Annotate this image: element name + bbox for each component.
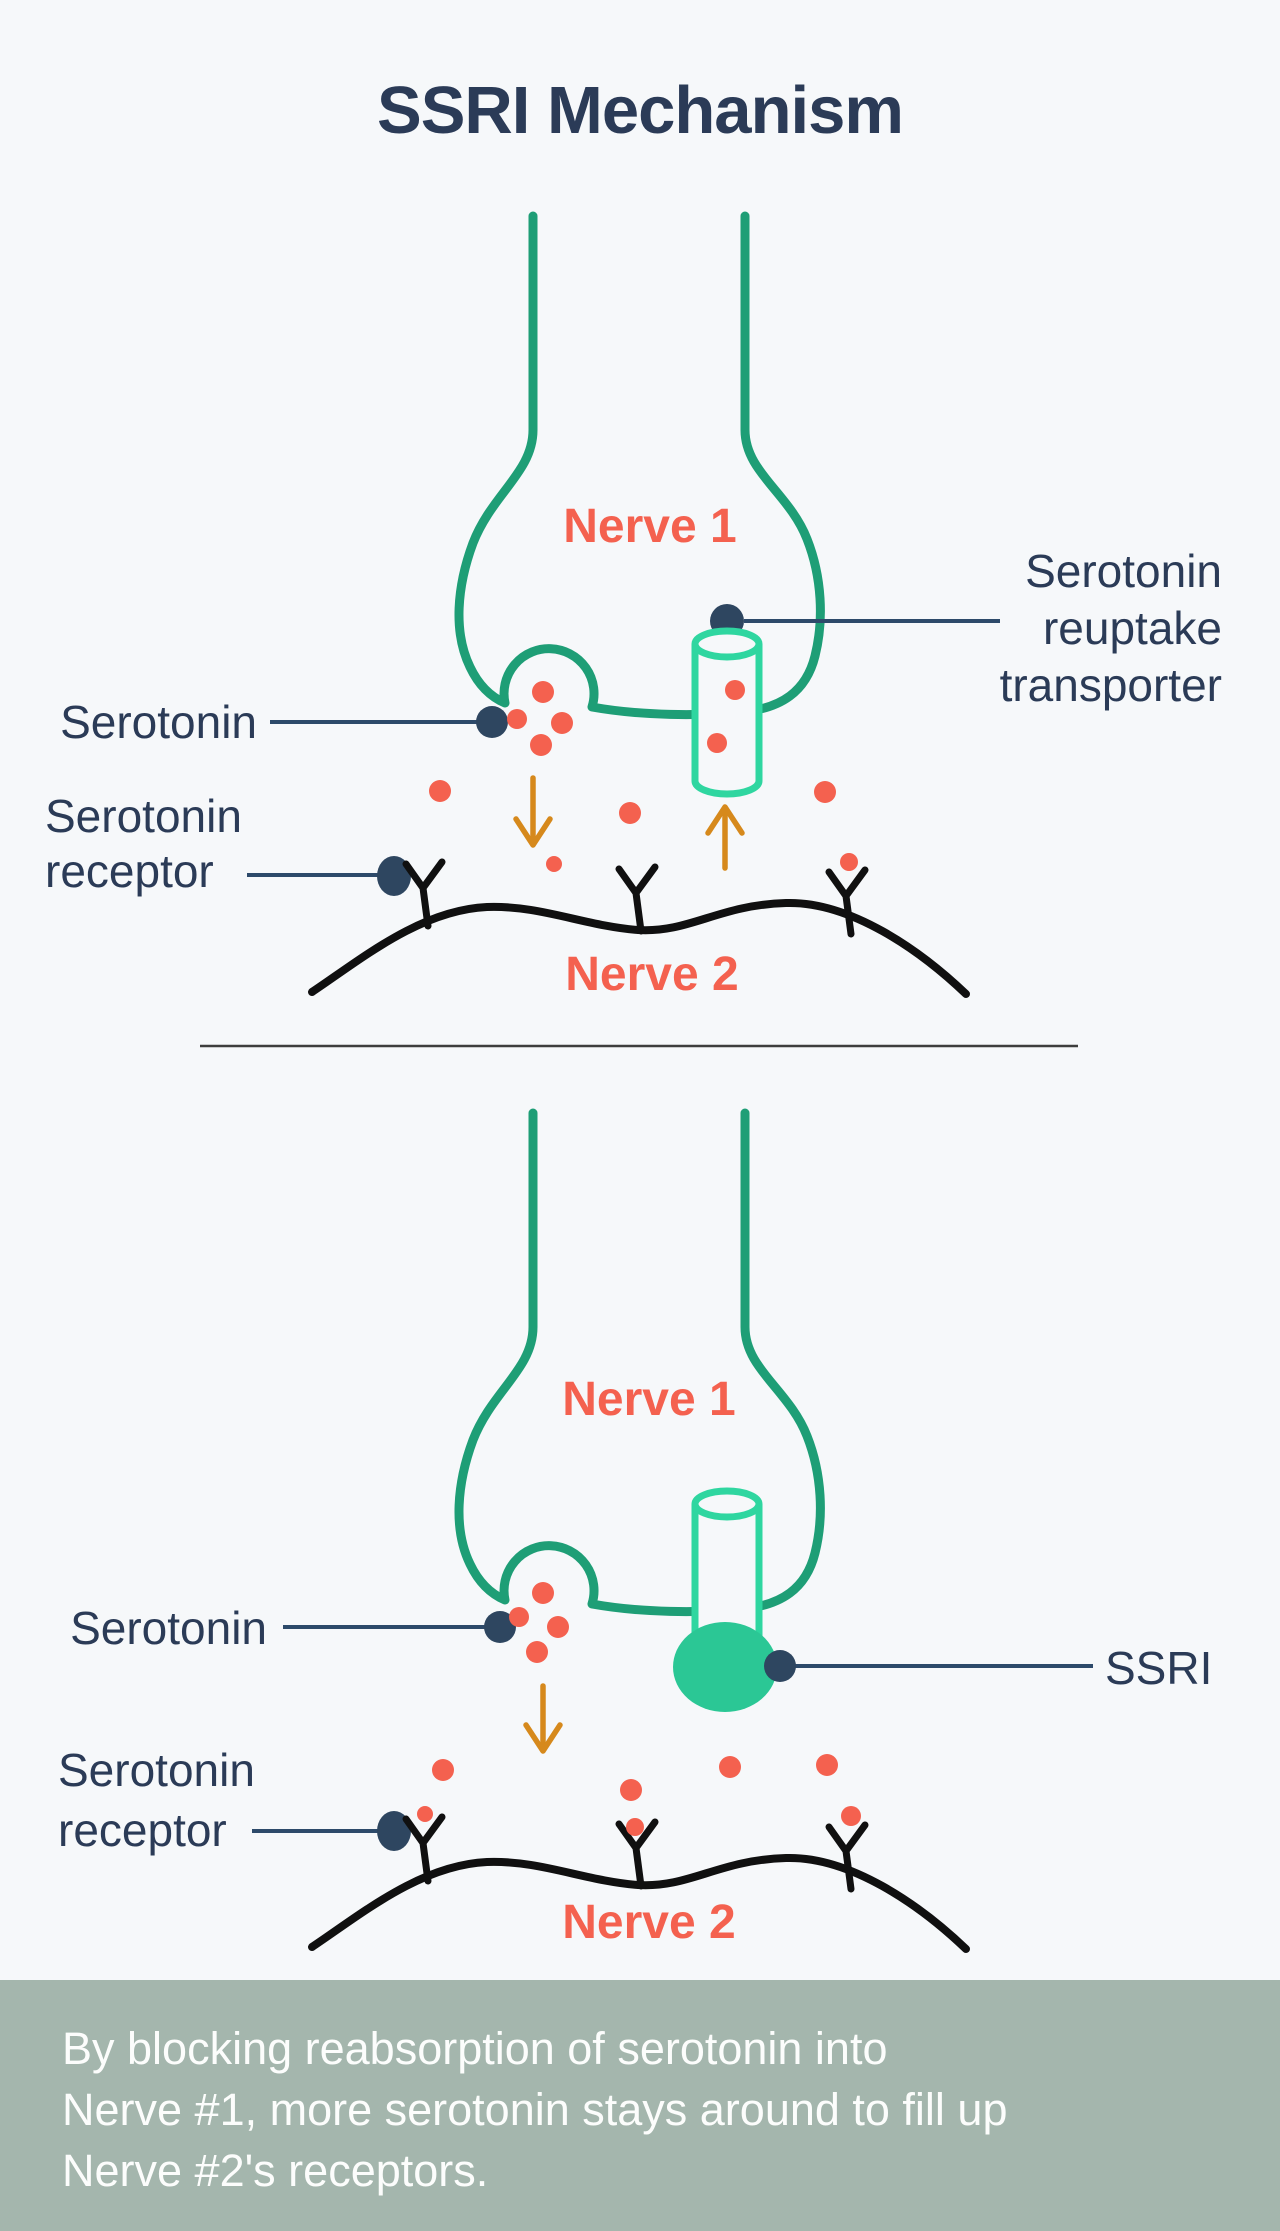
reuptake-transporter-label-line3: transporter	[999, 659, 1222, 711]
serotonin-dot	[530, 734, 552, 756]
serotonin-dot	[547, 1616, 569, 1638]
nerve1-terminal-outline	[454, 211, 825, 720]
serotonin-receptor-label-line2: receptor	[58, 1804, 227, 1856]
caption-line-2: Nerve #1, more serotonin stays around to…	[62, 2084, 1008, 2135]
reuptake-transporter-label: Serotonin reuptake transporter	[922, 543, 1222, 714]
serotonin-dot	[429, 780, 451, 802]
serotonin-receptor-label-line2: receptor	[45, 845, 214, 897]
serotonin-dot	[532, 681, 554, 703]
nerve1-label-top: Nerve 1	[563, 500, 737, 553]
serotonin-dot	[417, 1806, 433, 1822]
serotonin-dot	[814, 781, 836, 803]
serotonin-receptor-y	[825, 866, 869, 938]
serotonin-receptor-label-line1: Serotonin	[58, 1744, 255, 1796]
serotonin-dot	[725, 680, 745, 700]
serotonin-receptor-y	[825, 1821, 869, 1893]
page-title: SSRI Mechanism	[377, 73, 904, 148]
serotonin-dot	[526, 1641, 548, 1663]
nerve2-label-bottom: Nerve 2	[562, 1896, 736, 1949]
serotonin-receptor-label-line1: Serotonin	[45, 790, 242, 842]
reuptake-transporter-label-line1: Serotonin	[1025, 545, 1222, 597]
ssri-molecule	[673, 1622, 777, 1712]
serotonin-dot	[619, 802, 641, 824]
serotonin-dot	[509, 1607, 529, 1627]
serotonin-label-top: Serotonin	[60, 696, 257, 748]
serotonin-dot	[707, 733, 727, 753]
ssri-marker-dot	[764, 1650, 796, 1682]
panel-top	[247, 211, 1000, 998]
serotonin-receptor-y	[615, 863, 659, 935]
serotonin-dot	[626, 1818, 644, 1836]
panel-bottom	[252, 1108, 1093, 1953]
nerve1-label-bottom: Nerve 1	[562, 1373, 736, 1426]
down-arrow-icon	[523, 1683, 563, 1754]
serotonin-label-bottom: Serotonin	[70, 1602, 267, 1654]
arrows-bottom	[523, 1683, 563, 1754]
serotonin-dot	[551, 712, 573, 734]
serotonin-dot	[532, 1582, 554, 1604]
serotonin-receptor-y	[615, 1818, 659, 1890]
nerve1-terminal-outline	[454, 1108, 825, 1617]
down-arrow-icon	[513, 775, 553, 848]
arrows-top	[513, 775, 745, 871]
nerve2-label-top: Nerve 2	[565, 948, 739, 1001]
serotonin-molecule-dot	[484, 1611, 516, 1643]
serotonin-receptor-y	[402, 858, 446, 930]
serotonin-receptor-label-bottom: Serotonin receptor	[58, 1740, 255, 1860]
serotonin-dot	[841, 1806, 861, 1826]
receptor-bound-molecule-dot	[377, 1811, 411, 1851]
serotonin-receptor-label-top: Serotonin receptor	[45, 789, 242, 899]
caption-bar: By blocking reabsorption of serotonin in…	[0, 1980, 1280, 2231]
reuptake-transporter-cylinder	[691, 627, 763, 798]
serotonin-dot	[840, 853, 858, 871]
ssri-label: SSRI	[1105, 1642, 1213, 1694]
reuptake-transporter-label-line2: reuptake	[1042, 602, 1222, 654]
receptor-bound-molecule-dot	[377, 856, 411, 896]
receptors-bottom	[402, 1813, 869, 1893]
caption-line-3: Nerve #2's receptors.	[62, 2145, 489, 2196]
serotonin-dots-bottom	[417, 1582, 861, 1836]
serotonin-dot	[432, 1759, 454, 1781]
serotonin-dot	[546, 856, 562, 872]
serotonin-dots-top	[429, 680, 858, 872]
serotonin-receptor-y	[402, 1813, 446, 1885]
serotonin-dot	[816, 1754, 838, 1776]
caption-line-1: By blocking reabsorption of serotonin in…	[62, 2023, 888, 2074]
serotonin-dot	[620, 1779, 642, 1801]
serotonin-dot	[719, 1756, 741, 1778]
serotonin-molecule-dot	[476, 706, 508, 738]
serotonin-dot	[507, 709, 527, 729]
up-arrow-icon	[705, 804, 745, 871]
receptors-top	[402, 858, 869, 938]
